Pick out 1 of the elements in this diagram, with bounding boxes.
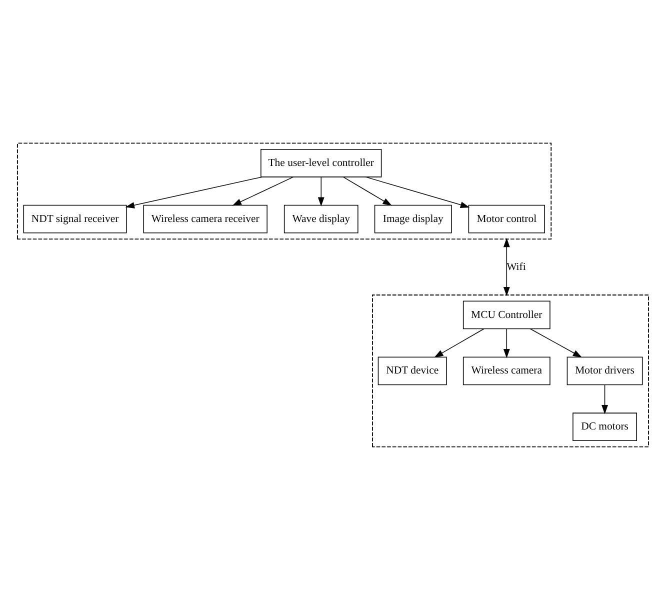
edge-label: Wifi <box>506 260 526 272</box>
